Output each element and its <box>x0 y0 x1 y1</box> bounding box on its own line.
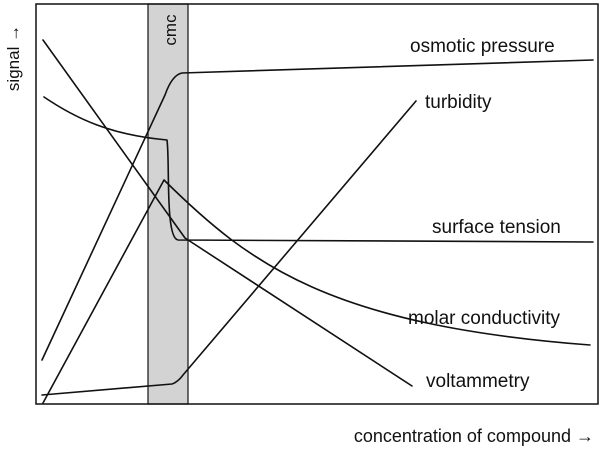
cmc-band <box>147 3 189 405</box>
x-axis-label: concentration of compound → <box>354 426 594 446</box>
curve-turbidity <box>41 100 417 396</box>
plot-frame <box>35 3 599 405</box>
label-surface-tension: surface tension <box>432 217 561 238</box>
label-voltammetry: voltammetry <box>426 371 530 392</box>
curve-molar-conductivity <box>42 179 591 404</box>
y-axis-label: signal → <box>4 25 23 91</box>
label-turbidity: turbidity <box>425 92 492 113</box>
curve-osmotic-pressure <box>41 59 594 361</box>
curve-surface-tension <box>43 96 594 243</box>
curve-voltammetry <box>42 39 413 387</box>
label-osmotic-pressure: osmotic pressure <box>410 36 555 57</box>
label-molar-conductivity: molar conductivity <box>408 308 561 329</box>
cmc-band-label: cmc <box>161 14 180 46</box>
